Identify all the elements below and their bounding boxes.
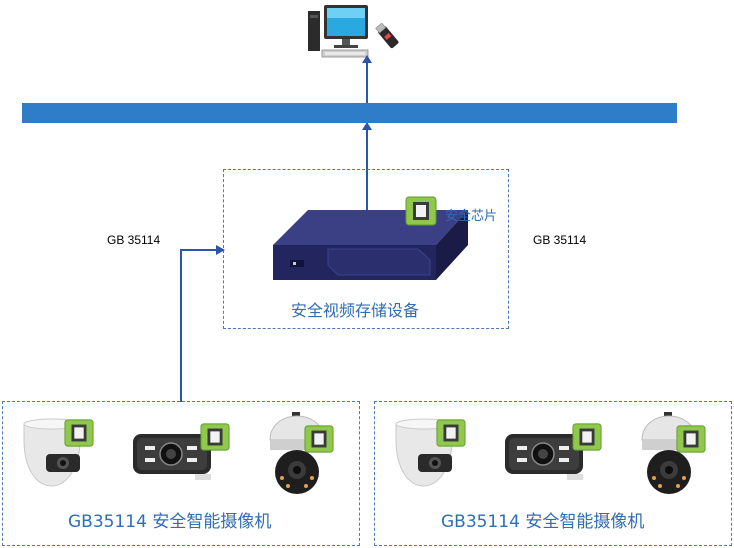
camera-group-label-right: GB35114 安全智能摄像机 [441,512,645,532]
camera-group-box-right [374,401,732,546]
security-chip-icon [304,425,334,453]
security-chip-icon [436,419,466,447]
protocol-label-left: GB 35114 [107,233,161,247]
computer-icon [308,5,369,58]
storage-group-box [223,169,509,329]
security-chip-icon [572,423,602,451]
uplink-arrow [362,55,372,103]
camera-set-right [390,412,720,497]
nvr-device-icon [273,210,468,280]
network-bus [22,103,677,123]
security-chip-icon [405,196,437,226]
camera-set-left [18,412,348,497]
bullet-camera-icon [505,434,583,480]
storage-uplink-arrow [362,122,372,212]
bullet-camera-icon [133,434,211,480]
camera-group-label-left: GB35114 安全智能摄像机 [68,512,272,532]
storage-label: 安全视频存储设备 [291,301,420,320]
camera-group-box-left [2,401,360,546]
security-chip-icon [676,425,706,453]
chip-label: 安全芯片 [445,209,498,224]
usb-key-icon [375,22,399,49]
security-chip-icon [64,419,94,447]
security-chip-icon [200,423,230,451]
camera-to-storage-arrow [180,245,225,402]
protocol-label-right: GB 35114 [533,233,587,247]
